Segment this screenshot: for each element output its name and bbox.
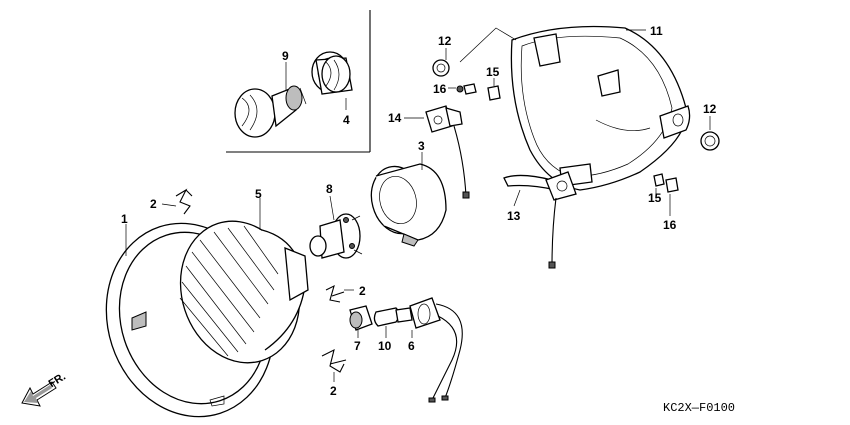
leader-lines	[125, 27, 711, 382]
callout-12a: 12	[438, 34, 452, 48]
callout-11: 11	[650, 24, 663, 38]
part-11-headlight-case	[510, 25, 691, 191]
callout-12b: 12	[703, 102, 717, 116]
part-10-position-bulb	[373, 307, 413, 327]
callout-15b: 15	[648, 191, 662, 205]
callout-1: 1	[121, 212, 128, 226]
drawing-code: KC2X—F0100	[663, 401, 735, 415]
callout-2c: 2	[330, 384, 337, 398]
callout-7: 7	[354, 339, 361, 353]
callout-16b: 16	[663, 218, 677, 232]
callout-14: 14	[388, 111, 402, 125]
callout-9: 9	[282, 49, 289, 63]
callout-2b: 2	[359, 284, 366, 298]
part-3-dust-cover	[370, 163, 447, 247]
part-4-socket	[311, 51, 353, 95]
part-7-socket	[349, 305, 373, 331]
part-15-16-bolts	[456, 83, 679, 193]
part-12-collars	[432, 59, 720, 151]
callout-5: 5	[255, 187, 262, 201]
part-14-adjuster	[425, 105, 470, 199]
callout-2a: 2	[150, 197, 157, 211]
callout-6: 6	[408, 339, 415, 353]
part-13-bracket	[503, 171, 577, 269]
part-5-headlight-unit	[179, 220, 309, 364]
callout-10: 10	[378, 339, 392, 353]
callout-16a: 16	[433, 82, 447, 96]
front-direction-arrow: FR.	[21, 371, 68, 407]
callout-4: 4	[343, 113, 350, 127]
part-6-wiring-socket	[409, 297, 463, 403]
part-2-clips	[175, 188, 347, 373]
callout-15a: 15	[486, 65, 500, 79]
part-8-headlight-bulb	[309, 213, 363, 259]
part-9-bulb	[234, 85, 307, 138]
callout-3: 3	[418, 139, 425, 153]
inset-frame	[226, 10, 371, 153]
callouts: 9 4 1 2 5 8 3 2 7 10 6 2 14 12 16 15 11 …	[121, 24, 717, 398]
callout-13: 13	[507, 209, 521, 223]
callout-8: 8	[326, 182, 333, 196]
